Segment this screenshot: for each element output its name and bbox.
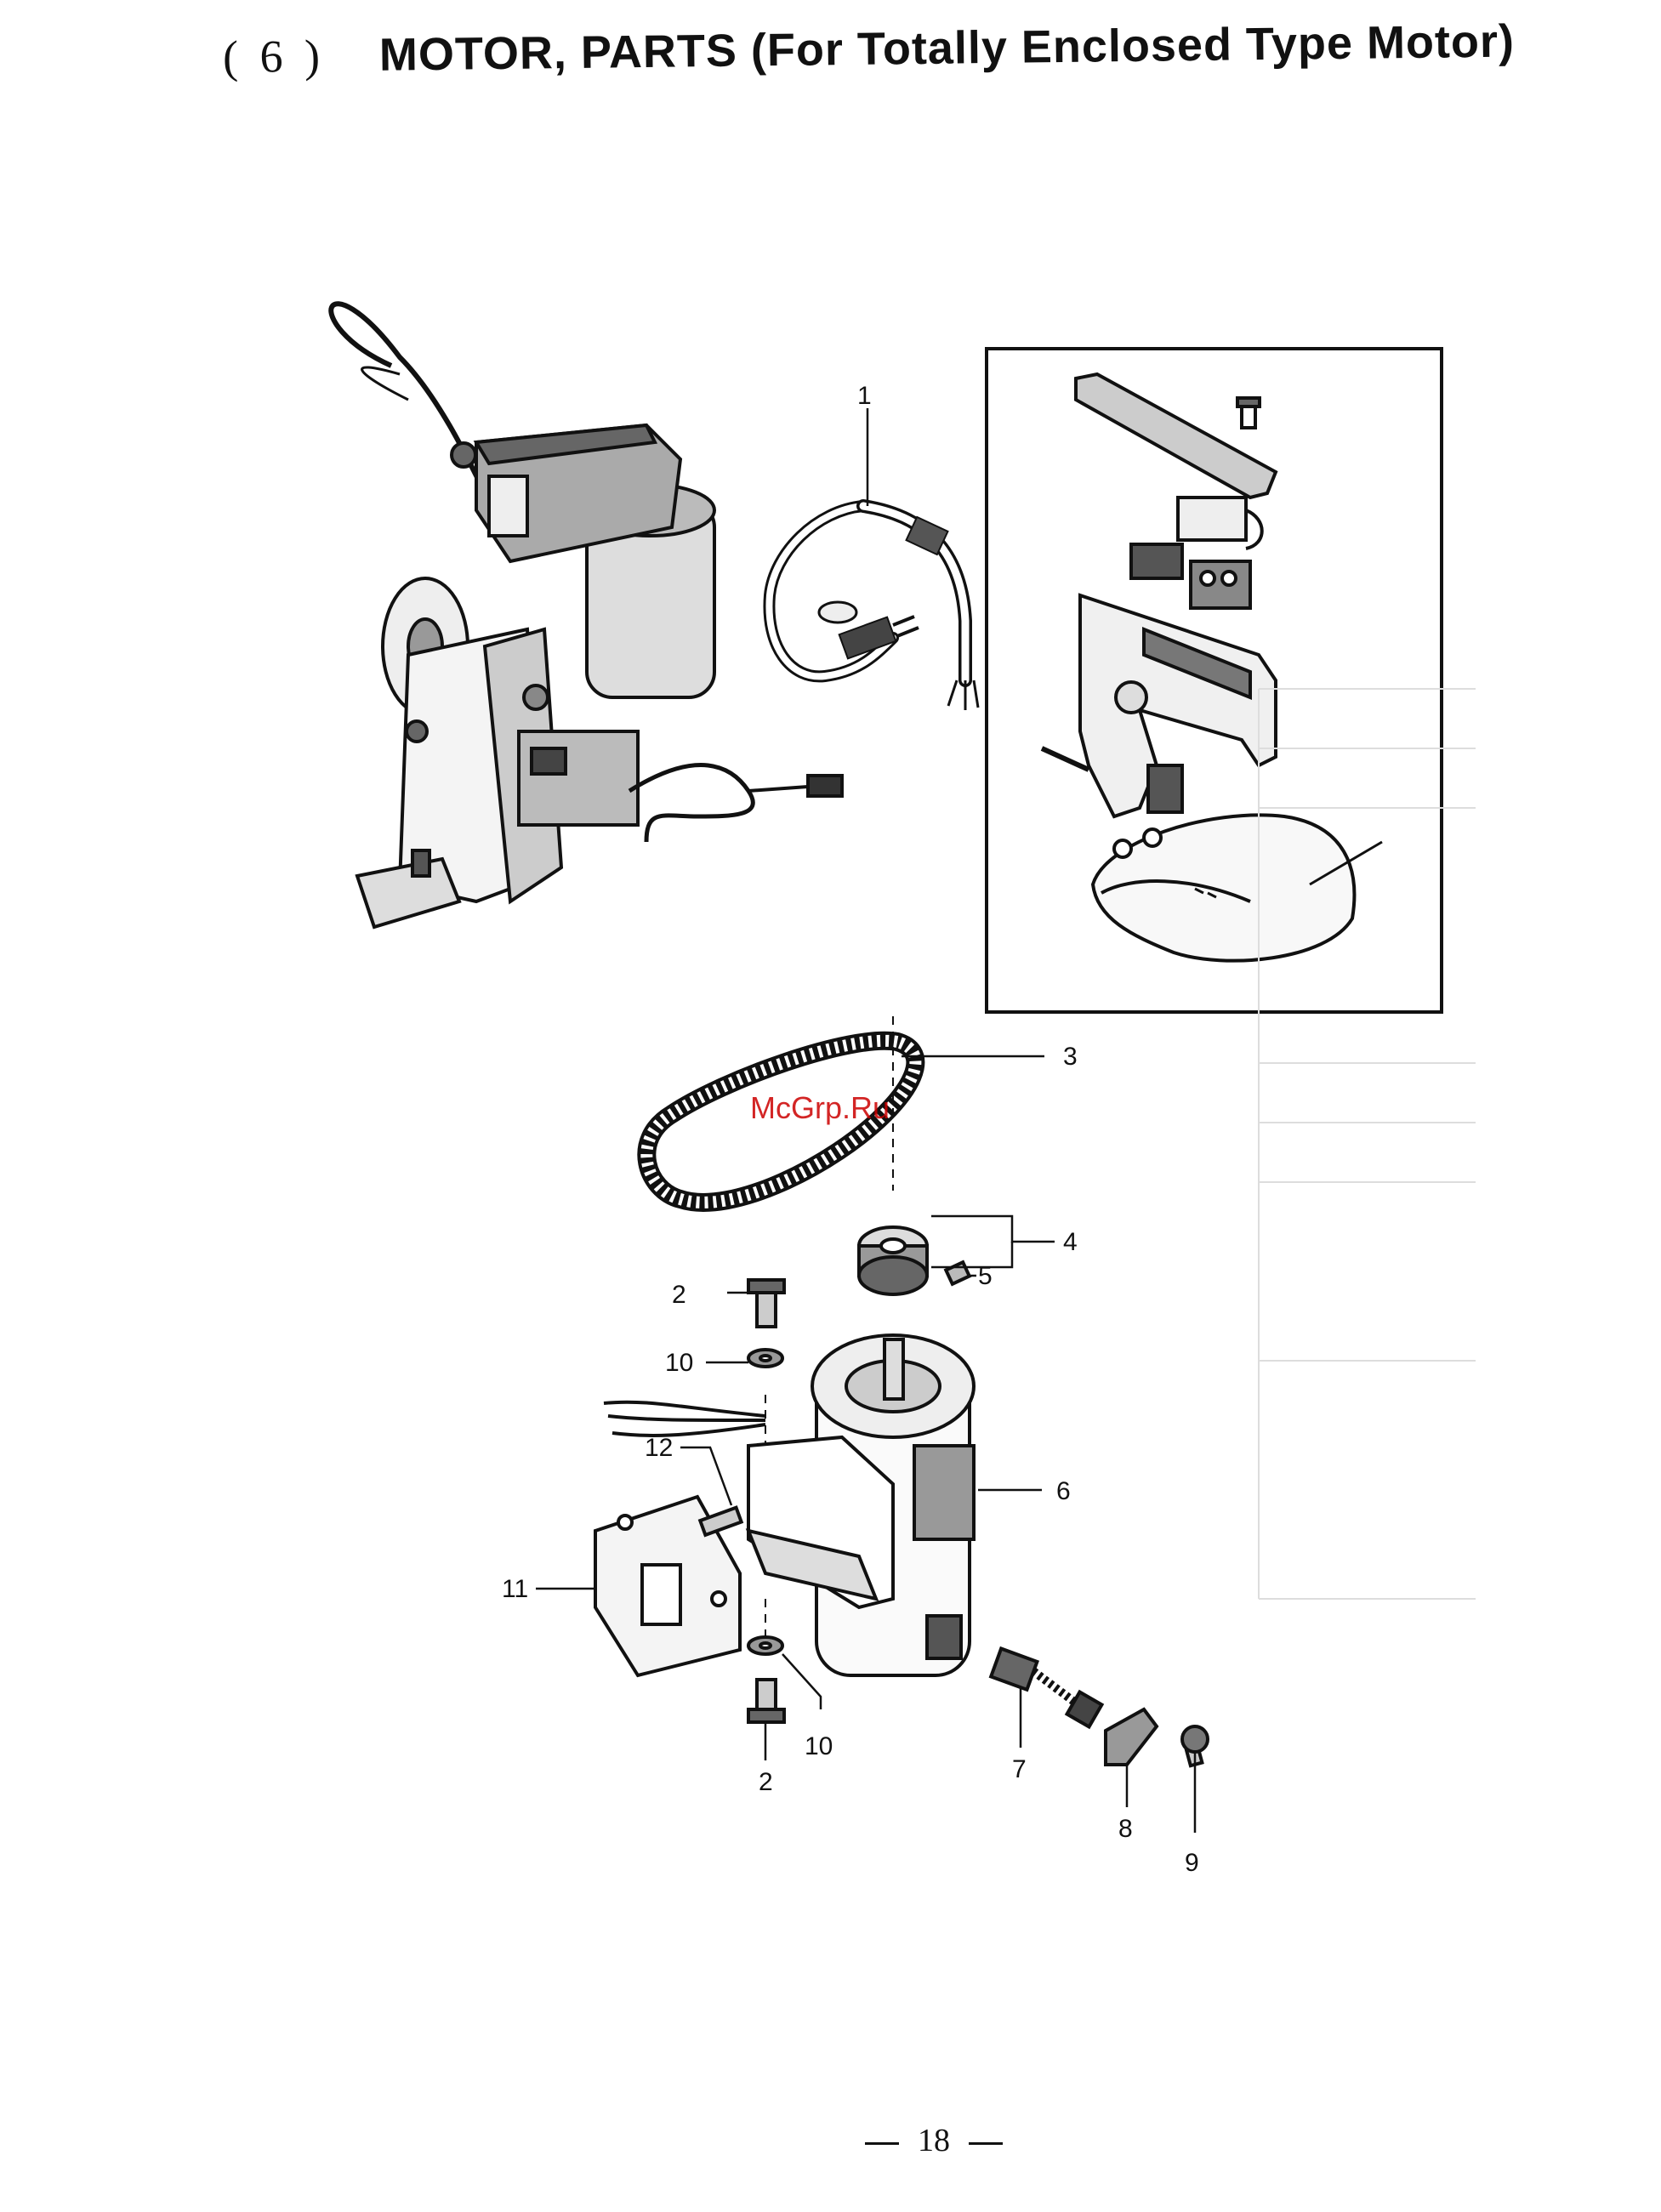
watermark: McGrp.Ru [750,1090,890,1125]
page-number: 18 [918,2123,950,2158]
callout-8: 8 [1118,1815,1133,1843]
callout-5: 5 [978,1262,993,1290]
callout-9: 9 [1185,1849,1199,1877]
callout-4: 4 [1063,1228,1078,1256]
callout-3: 3 [1063,1043,1078,1071]
motor-pulley-part [859,1227,970,1294]
callout-2-bottom: 2 [759,1768,773,1796]
switch-box-inset [987,349,1442,1012]
callout-10-top: 10 [665,1349,693,1377]
callout-7: 7 [1012,1755,1027,1783]
footer-dash-left [865,2142,899,2145]
callout-2-top: 2 [672,1281,686,1309]
callout-10-bottom: 10 [805,1732,833,1760]
page-footer: 18 [846,2122,1021,2159]
footer-dash-right [969,2142,1003,2145]
callout-6: 6 [1056,1477,1071,1505]
callout-1: 1 [857,382,872,410]
power-cord-part [769,506,978,710]
callout-12: 12 [645,1434,673,1462]
carbon-brush-parts [991,1649,1208,1766]
callout-11: 11 [502,1575,528,1603]
